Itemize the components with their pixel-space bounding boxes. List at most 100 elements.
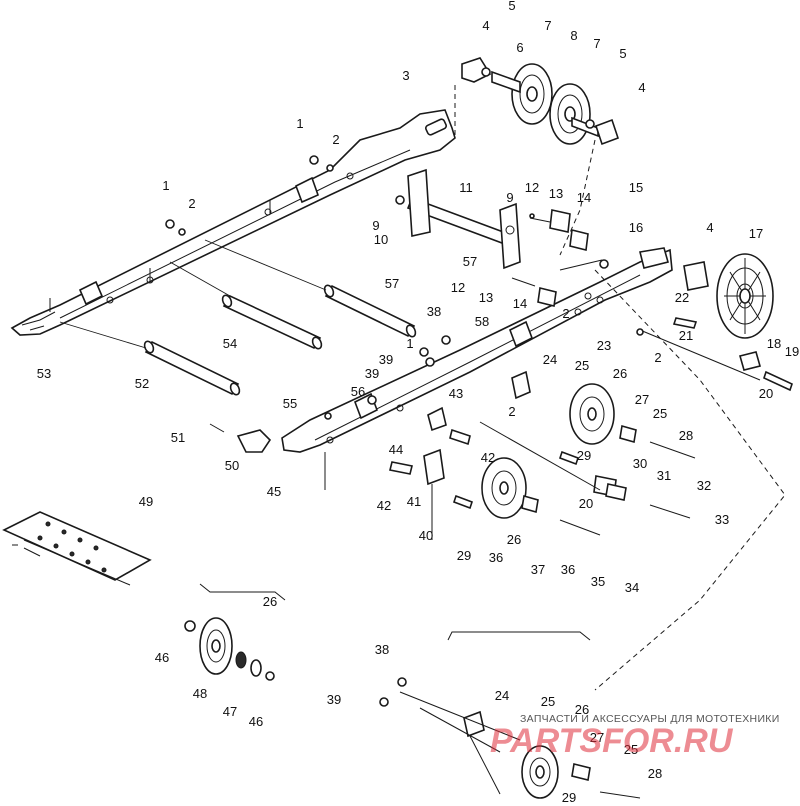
callout-9: 9	[506, 190, 513, 205]
wheel-detail-bottom	[379, 677, 641, 799]
callout-20: 20	[579, 496, 593, 511]
callout-39: 39	[327, 692, 341, 707]
callout-46: 46	[249, 714, 263, 729]
callout-17: 17	[749, 226, 763, 241]
slide-plate-49	[2, 511, 152, 586]
callout-27: 27	[635, 392, 649, 407]
callout-4: 4	[482, 18, 489, 33]
callout-32: 32	[697, 478, 711, 493]
callout-14: 14	[513, 296, 527, 311]
callout-9: 9	[372, 218, 379, 233]
callout-1: 1	[406, 336, 413, 351]
callout-29: 29	[577, 448, 591, 463]
callout-30: 30	[633, 456, 647, 471]
callout-51: 51	[171, 430, 185, 445]
callout-3: 3	[402, 68, 409, 83]
callout-41: 41	[407, 494, 421, 509]
callout-5: 5	[508, 0, 515, 13]
callout-1: 1	[162, 178, 169, 193]
callout-44: 44	[389, 442, 403, 457]
callout-28: 28	[648, 766, 662, 781]
callout-53: 53	[37, 366, 51, 381]
callout-27: 27	[590, 730, 604, 745]
rear-idler-wheel-17	[716, 253, 774, 339]
callout-4: 4	[706, 220, 713, 235]
callout-56: 56	[351, 384, 365, 399]
callout-15: 15	[629, 180, 643, 195]
callout-31: 31	[657, 468, 671, 483]
callout-43: 43	[449, 386, 463, 401]
callout-45: 45	[267, 484, 281, 499]
callout-26: 26	[575, 702, 589, 717]
wheel-26-lower	[481, 457, 527, 519]
callout-57: 57	[385, 276, 399, 291]
callout-24: 24	[495, 688, 509, 703]
idler-wheel-top-right	[549, 83, 591, 145]
callout-13: 13	[479, 290, 493, 305]
callout-28: 28	[679, 428, 693, 443]
callout-2: 2	[332, 132, 339, 147]
idler-wheel-top-left	[511, 63, 553, 125]
callout-2: 2	[188, 196, 195, 211]
callout-47: 47	[223, 704, 237, 719]
callout-2: 2	[508, 404, 515, 419]
callout-39: 39	[365, 366, 379, 381]
callout-19: 19	[785, 344, 799, 359]
callout-36: 36	[489, 550, 503, 565]
callout-26: 26	[263, 594, 277, 609]
callout-22: 22	[675, 290, 689, 305]
callout-55: 55	[283, 396, 297, 411]
front-axle-10	[406, 168, 521, 270]
left-rail	[10, 109, 456, 336]
callout-42: 42	[377, 498, 391, 513]
callout-2: 2	[654, 350, 661, 365]
callout-29: 29	[562, 790, 576, 805]
callout-14: 14	[577, 190, 591, 205]
callout-48: 48	[193, 686, 207, 701]
callout-26: 26	[507, 532, 521, 547]
callout-4: 4	[638, 80, 645, 95]
callout-16: 16	[629, 220, 643, 235]
callout-25: 25	[541, 694, 555, 709]
callout-36: 36	[561, 562, 575, 577]
wheel-detail-26	[184, 617, 275, 681]
callout-25: 25	[653, 406, 667, 421]
watermark-brand: PARTSFOR.RU	[490, 722, 734, 760]
shaft-52	[143, 340, 241, 396]
callout-12: 12	[451, 280, 465, 295]
callout-20: 20	[759, 386, 773, 401]
callout-33: 33	[715, 512, 729, 527]
shaft-54	[221, 294, 323, 350]
callout-58: 58	[475, 314, 489, 329]
callout-13: 13	[549, 186, 563, 201]
callout-34: 34	[625, 580, 639, 595]
callout-6: 6	[516, 40, 523, 55]
callout-35: 35	[591, 574, 605, 589]
callout-39: 39	[379, 352, 393, 367]
callout-54: 54	[223, 336, 237, 351]
shaft-57	[323, 284, 417, 338]
callout-8: 8	[570, 28, 577, 43]
callout-57: 57	[463, 254, 477, 269]
callout-37: 37	[531, 562, 545, 577]
watermark: ЗАПЧАСТИ И АКСЕССУАРЫ ДЛЯ МОТОТЕХНИКИ PA…	[490, 713, 780, 760]
callout-42: 42	[481, 450, 495, 465]
callout-25: 25	[575, 358, 589, 373]
callout-46: 46	[155, 650, 169, 665]
callout-7: 7	[593, 36, 600, 51]
callout-1: 1	[296, 116, 303, 131]
wheel-26-upper	[569, 383, 615, 445]
watermark-tagline: ЗАПЧАСТИ И АКСЕССУАРЫ ДЛЯ МОТОТЕХНИКИ	[520, 713, 780, 725]
callout-26: 26	[613, 366, 627, 381]
callout-50: 50	[225, 458, 239, 473]
callout-29: 29	[457, 548, 471, 563]
callout-12: 12	[525, 180, 539, 195]
callout-2: 2	[562, 306, 569, 321]
callout-5: 5	[619, 46, 626, 61]
callout-10: 10	[374, 232, 388, 247]
callout-7: 7	[544, 18, 551, 33]
callout-21: 21	[679, 328, 693, 343]
callout-40: 40	[419, 528, 433, 543]
